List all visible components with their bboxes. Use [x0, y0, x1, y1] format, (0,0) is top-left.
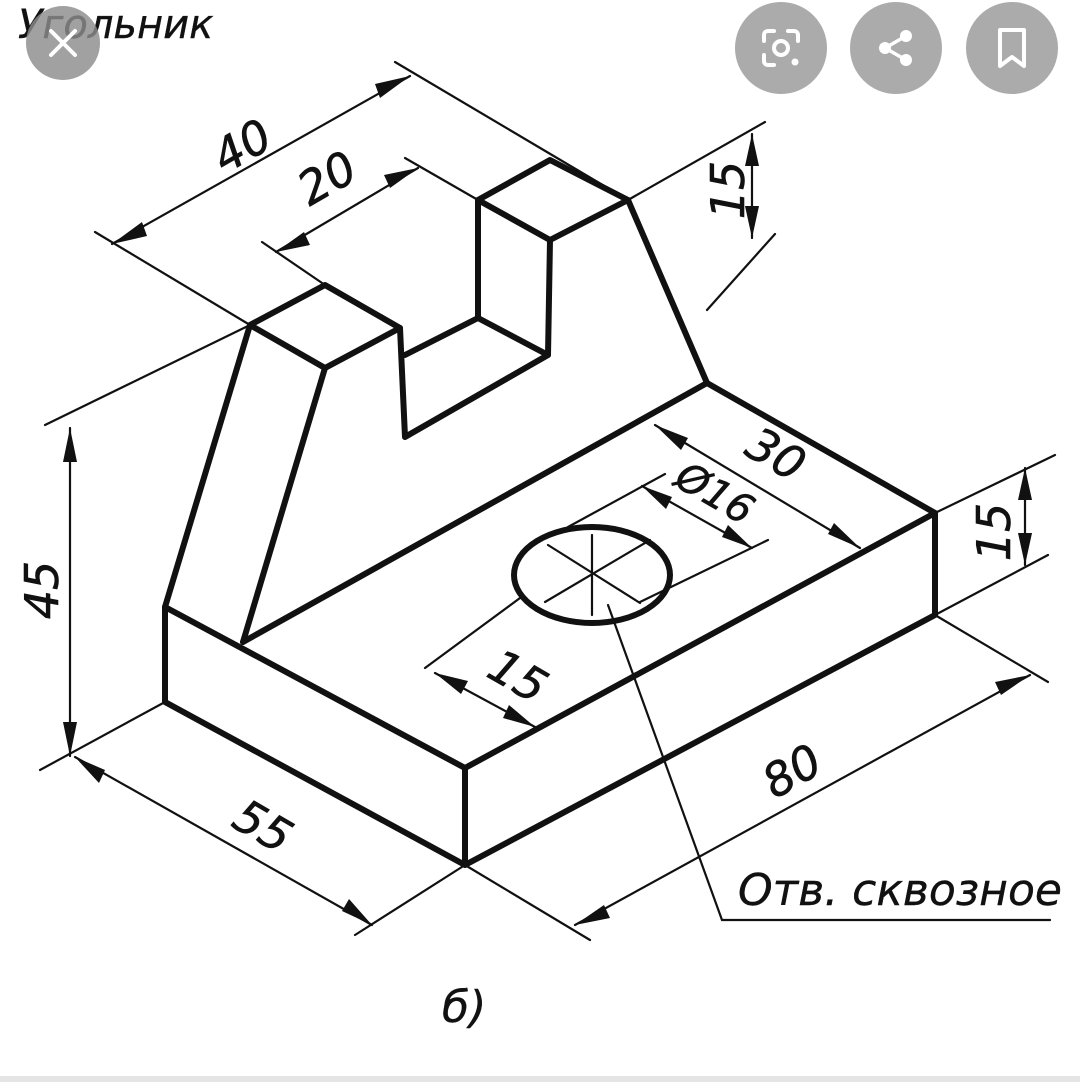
close-button[interactable] [26, 6, 100, 80]
dim-55: 55 [224, 788, 302, 864]
dim-15-base: 15 [967, 503, 1021, 562]
dimension-arrows [63, 76, 1032, 925]
lens-search-button[interactable] [735, 2, 827, 94]
dim-40: 40 [203, 108, 281, 184]
dim-80: 80 [753, 733, 831, 809]
figure-caption: б) [442, 982, 486, 1033]
save-bookmark-button[interactable] [966, 2, 1058, 94]
bookmark-icon [998, 28, 1026, 68]
through-hole [511, 524, 673, 626]
dim-45: 45 [15, 561, 69, 620]
close-icon [49, 29, 77, 57]
share-button[interactable] [850, 2, 942, 94]
lens-search-icon [762, 29, 800, 67]
object-outline [162, 157, 938, 868]
dim-15-upright: 15 [701, 161, 755, 220]
share-icon [879, 30, 912, 66]
bottom-divider [0, 1076, 1080, 1082]
dimension-lines [38, 60, 1057, 942]
drawing-text: Угольник 40 20 15 45 30 Ø16 15 15 55 80 … [15, 2, 1062, 1033]
through-hole-note: Отв. сквозное [738, 865, 1062, 916]
